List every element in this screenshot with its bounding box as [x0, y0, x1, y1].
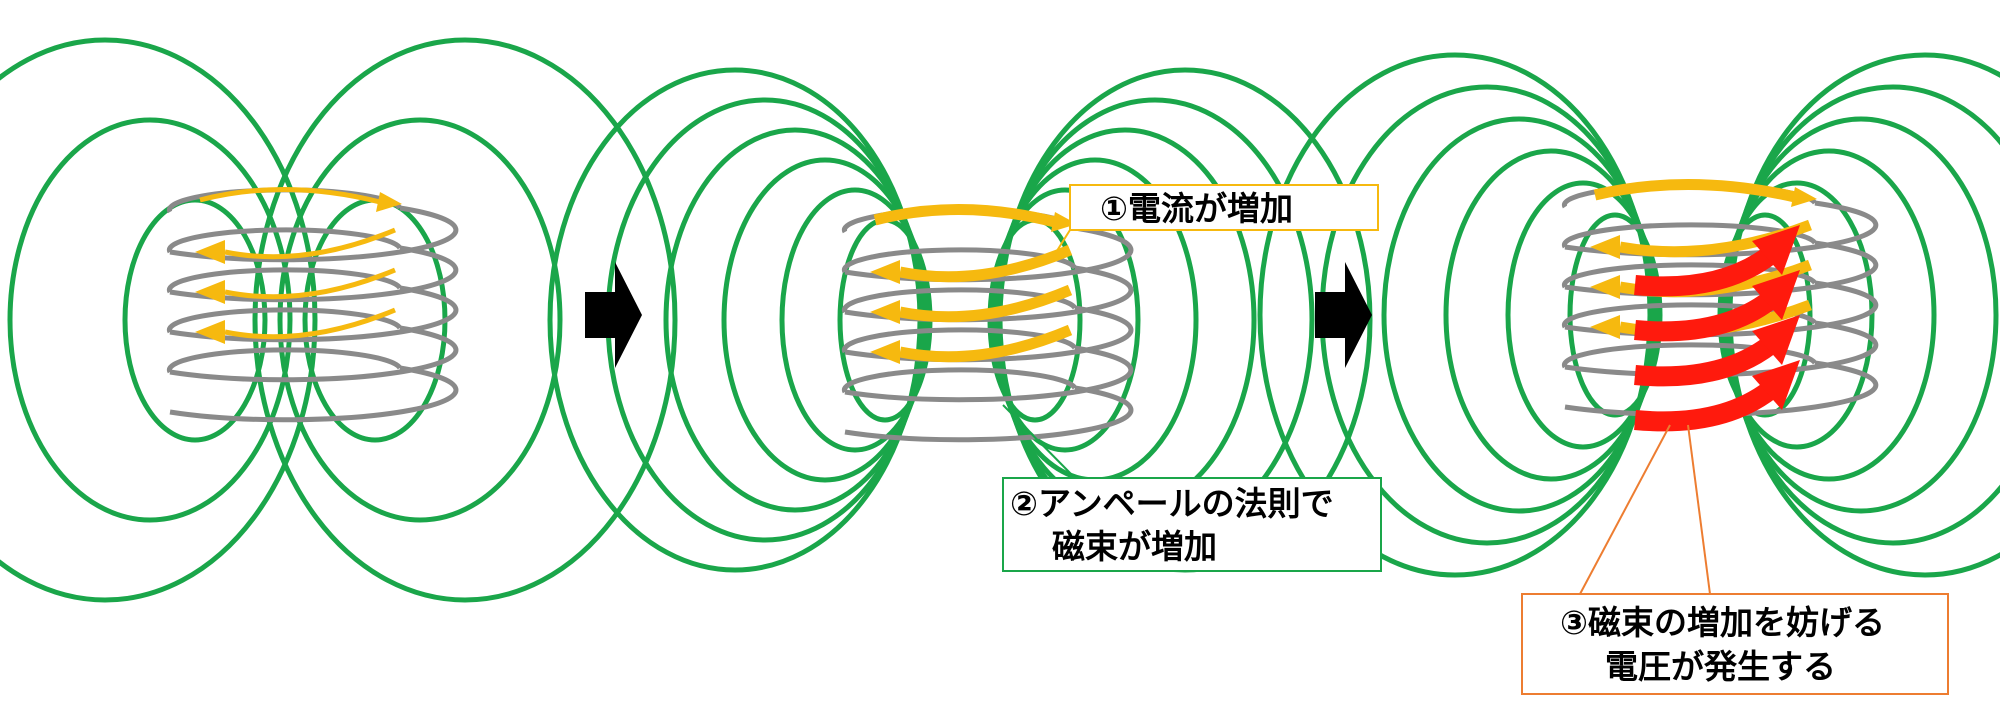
field-line	[7, 117, 293, 523]
induced-voltage-arrowhead	[1752, 315, 1800, 365]
coil-turn-back	[841, 367, 1078, 394]
current-arrowhead	[1051, 212, 1077, 232]
current-arrow	[224, 307, 396, 340]
current-arrow	[873, 204, 1057, 228]
current-arrowhead	[195, 320, 225, 344]
coil-turn-back	[166, 227, 403, 254]
field-line	[995, 97, 1315, 543]
field-line	[122, 197, 268, 443]
callout-2-text-line1: ②アンペールの法則で	[1010, 484, 1334, 523]
current-arrowhead	[1590, 315, 1620, 339]
step-arrow-2	[1315, 262, 1372, 368]
current-arrowhead	[1791, 187, 1817, 207]
step-arrow-1	[585, 262, 642, 368]
current-arrow	[898, 324, 1073, 363]
current-arrow	[898, 284, 1073, 323]
field-line	[605, 97, 925, 543]
current-arrowhead	[1590, 275, 1620, 299]
current-arrow	[1593, 178, 1797, 203]
callout-1-text: ①電流が増加	[1100, 189, 1293, 228]
induced-voltage-arrow	[1634, 336, 1777, 387]
field-line	[252, 37, 678, 603]
induced-voltage-arrowhead	[1752, 270, 1800, 320]
callout-3-text-line1: ③磁束の増加を妨げる	[1560, 603, 1885, 642]
field-line	[277, 117, 563, 523]
coil-turn-back	[166, 347, 403, 374]
current-arrow	[898, 244, 1073, 283]
callout-current-increase: ①電流が増加	[1049, 184, 1379, 263]
induced-voltage-arrow	[1634, 291, 1777, 342]
current-arrowhead	[195, 280, 225, 304]
current-arrowhead	[870, 260, 900, 284]
panel-initial-current	[0, 37, 678, 603]
field-line	[663, 127, 927, 513]
current-arrowhead	[870, 300, 900, 324]
current-arrowhead	[1590, 235, 1620, 259]
callout-ampere-law: ②アンペールの法則で 磁束が増加	[1002, 404, 1382, 572]
induced-voltage-arrow	[1634, 246, 1777, 297]
callout-2-text-line2: 磁束が増加	[1052, 527, 1217, 566]
field-line	[1381, 116, 1657, 514]
induced-voltage-arrowhead	[1752, 360, 1800, 410]
current-arrow	[199, 187, 381, 205]
field-line	[1257, 52, 1653, 578]
panel-induced-voltage	[1257, 52, 2000, 578]
current-arrow	[224, 227, 396, 260]
coil-turn-back	[166, 267, 403, 294]
callout-induced-voltage: ③磁束の増加を妨げる 電圧が発生する	[1521, 424, 1949, 695]
coil-turn-back	[1561, 342, 1818, 369]
callout-3-text-line2: 電圧が発生する	[1605, 647, 1836, 686]
field-line	[1443, 148, 1659, 482]
current-arrowhead	[195, 240, 225, 264]
current-arrowhead	[376, 192, 402, 212]
coil-turn-back	[166, 307, 403, 334]
induced-voltage-arrowhead	[1752, 225, 1800, 275]
current-arrow	[224, 267, 396, 300]
coil-turn-front	[169, 365, 459, 423]
induced-voltage-arrow	[1634, 381, 1777, 432]
panel-increased-flux	[547, 67, 1373, 573]
current-arrowhead	[870, 340, 900, 364]
coil-turn-front	[844, 385, 1134, 443]
field-line	[0, 37, 318, 603]
